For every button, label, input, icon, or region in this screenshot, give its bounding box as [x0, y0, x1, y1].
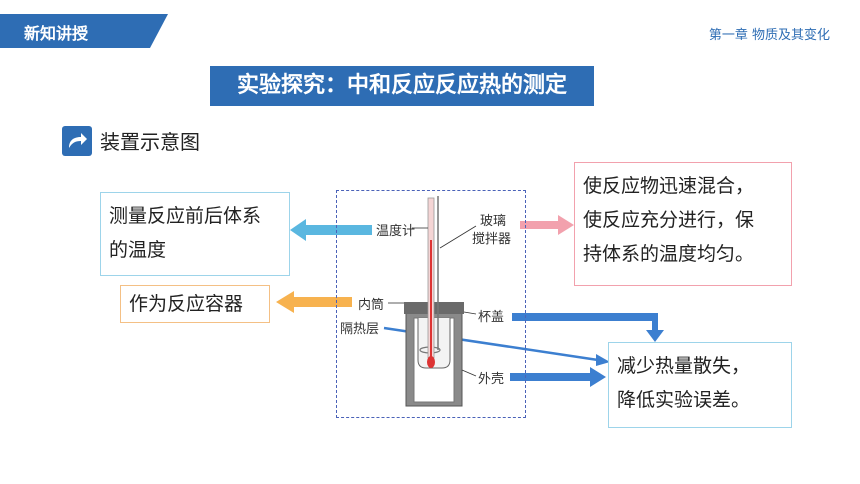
- insulation-function-box: 减少热量散失， 降低实验误差。: [608, 342, 792, 428]
- chapter-title: 第一章 物质及其变化: [708, 28, 830, 43]
- header-tab-slant: [150, 14, 168, 48]
- label-thermometer: 温度计: [376, 224, 416, 239]
- arrow-vessel: [276, 291, 352, 313]
- apparatus-diagram: [336, 190, 526, 418]
- vessel-function-box: 作为反应容器: [120, 285, 270, 323]
- temp-line-2: 的温度: [109, 239, 167, 261]
- share-arrow-icon: [62, 126, 92, 156]
- slide-title: 实验探究：中和反应反应热的测定: [210, 66, 594, 106]
- temp-function-box: 测量反应前后体系 的温度: [100, 192, 290, 276]
- arrow-lid: [512, 313, 664, 342]
- label-stirrer-1: 玻璃: [480, 214, 507, 229]
- stir-line-3: 持体系的温度均匀。: [583, 243, 755, 265]
- header-tab: [0, 14, 150, 48]
- label-outer: 外壳: [478, 372, 505, 387]
- arrow-outer: [510, 367, 606, 387]
- temp-line-1: 测量反应前后体系: [109, 205, 262, 227]
- stir-line-2: 使反应充分进行，保: [583, 209, 755, 231]
- heat-line-1: 减少热量散失，: [617, 355, 751, 377]
- section-title: 装置示意图: [100, 130, 200, 154]
- label-inner: 内筒: [358, 298, 385, 313]
- label-insulation: 隔热层: [340, 322, 380, 337]
- stirrer-function-box: 使反应物迅速混合， 使反应充分进行，保 持体系的温度均匀。: [574, 162, 792, 286]
- header-tab-label: 新知讲授: [24, 24, 89, 43]
- vessel-text: 作为反应容器: [129, 293, 244, 315]
- stir-line-1: 使反应物迅速混合，: [583, 175, 755, 197]
- label-lid: 杯盖: [478, 310, 505, 325]
- arrow-stirrer: [520, 215, 574, 235]
- arrow-thermometer: [290, 219, 372, 241]
- heat-line-2: 降低实验误差。: [617, 389, 751, 411]
- label-stirrer-2: 搅拌器: [472, 232, 512, 247]
